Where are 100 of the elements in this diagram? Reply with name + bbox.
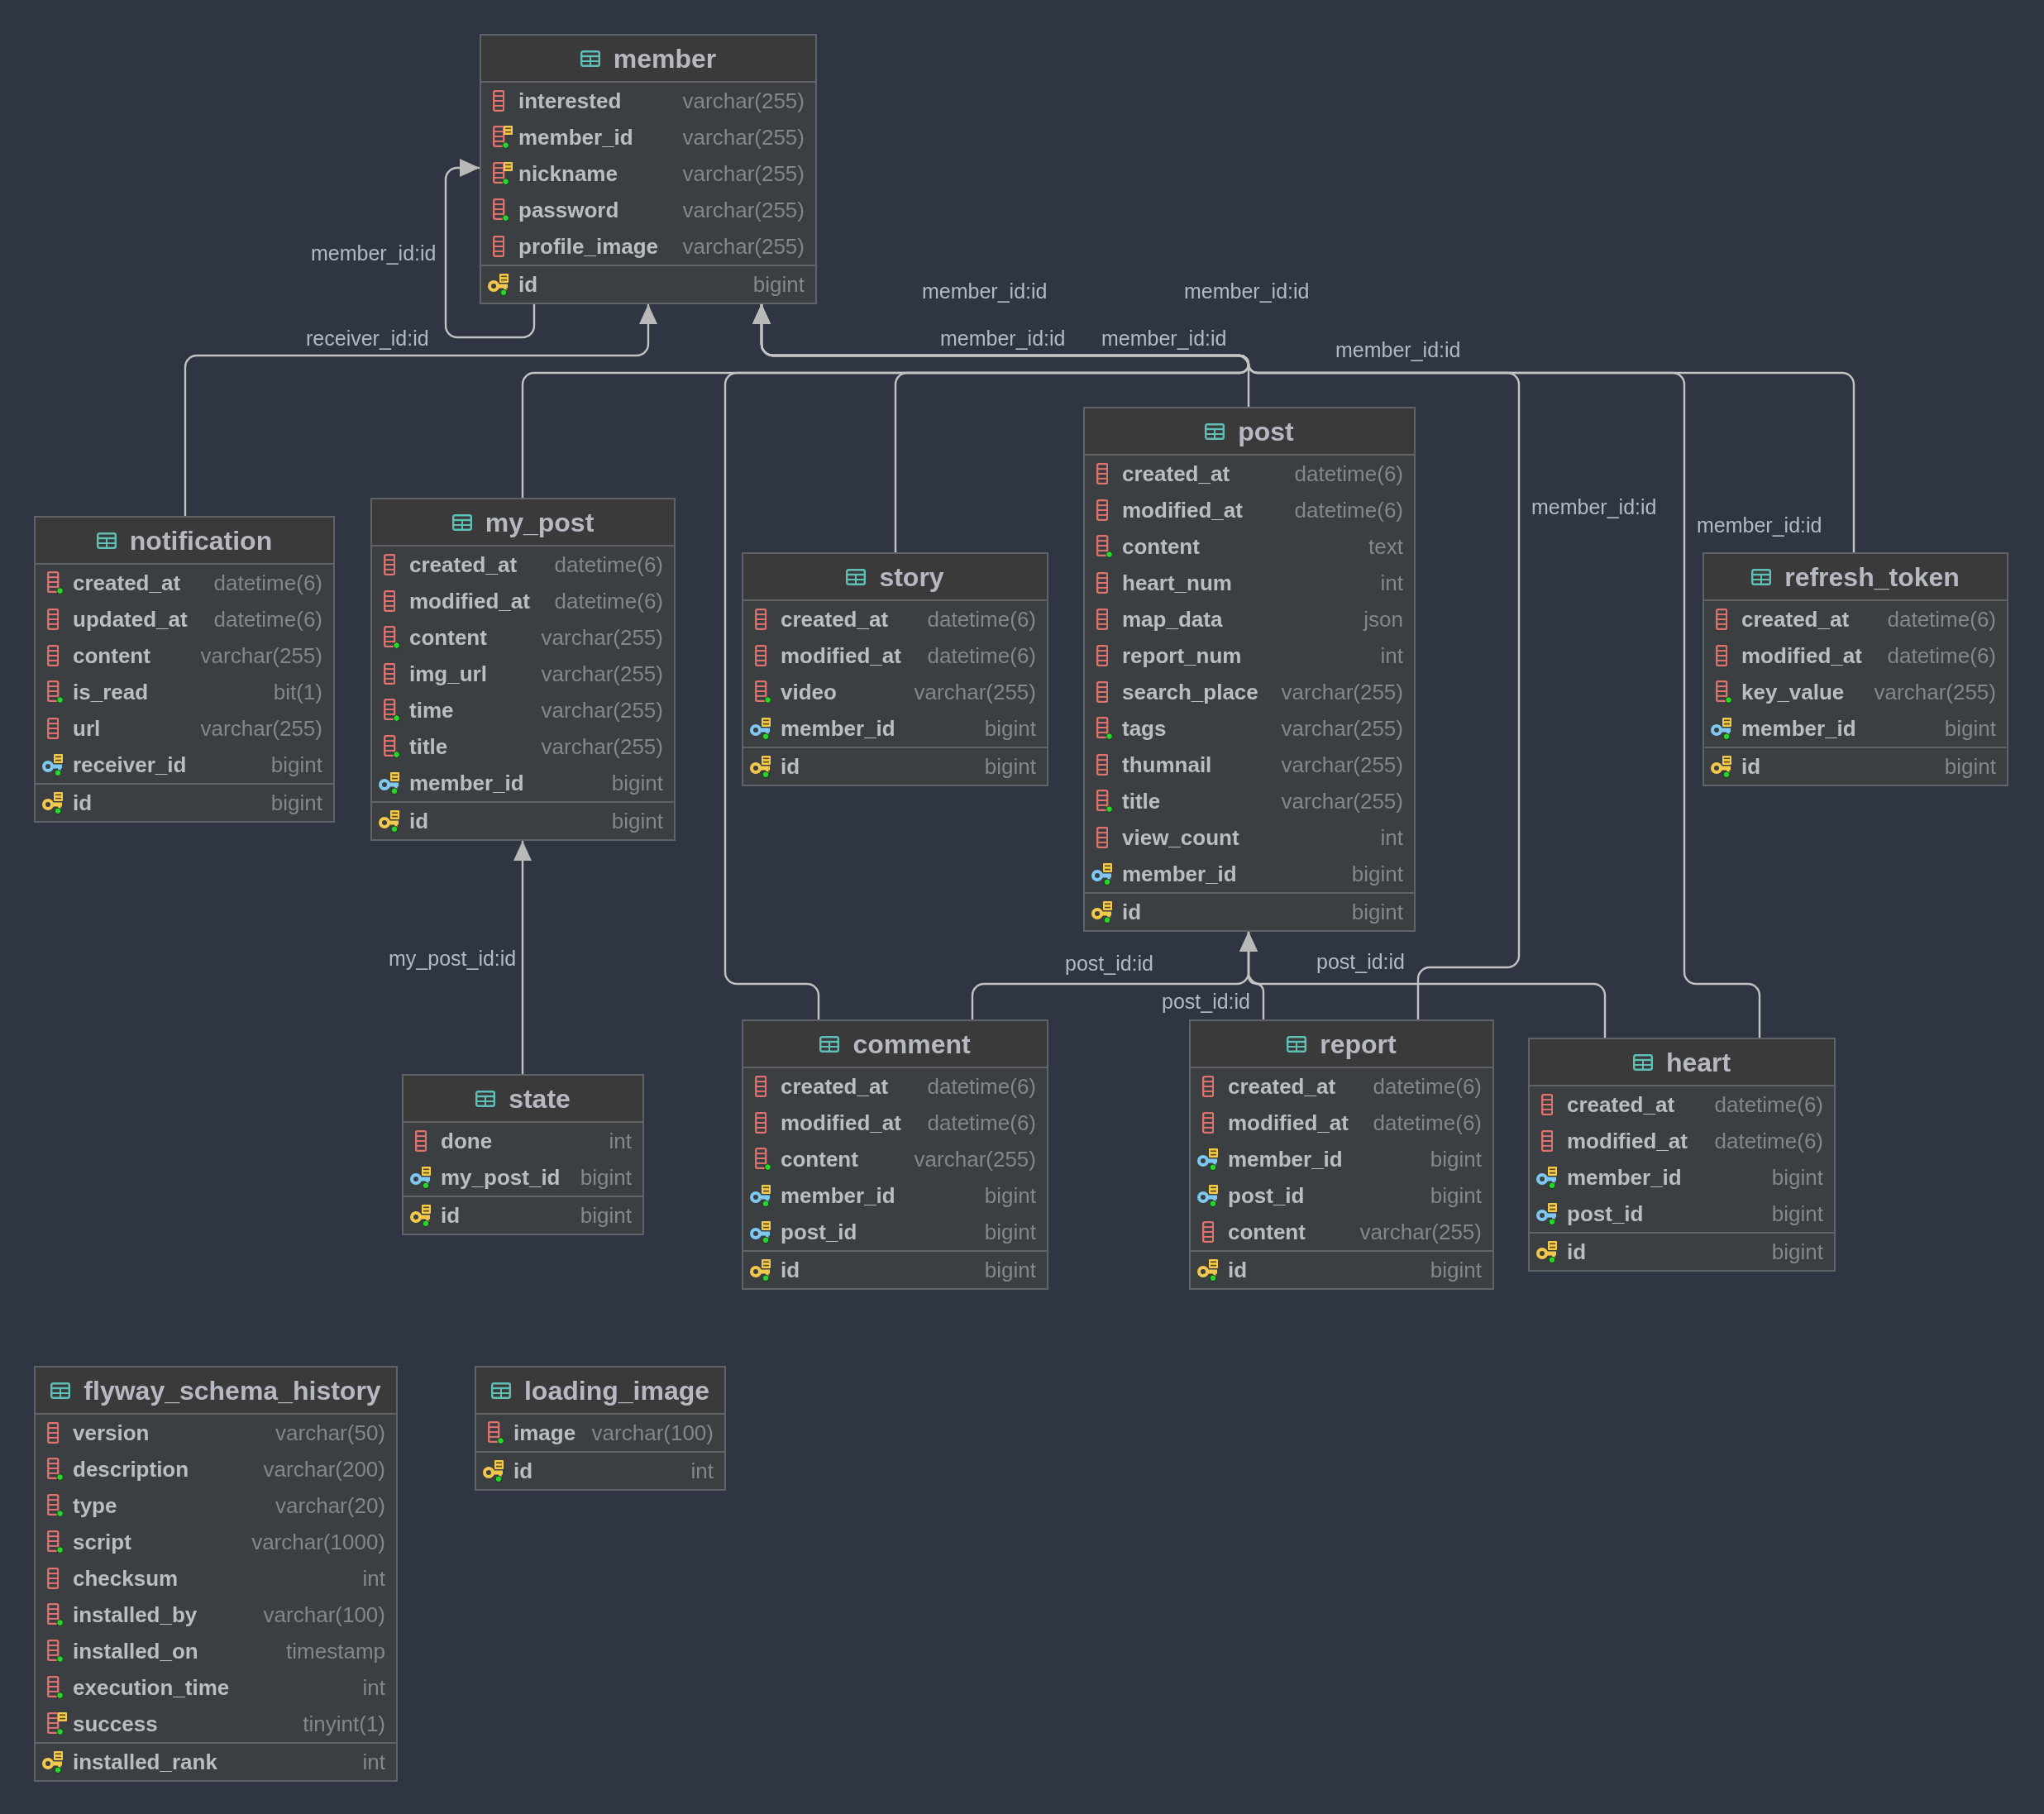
column-name: created_at [1228,1074,1336,1099]
column-type: bigint [752,272,805,297]
table-name: refresh_token [1784,561,1960,593]
column-name: done [441,1129,493,1153]
column-type: varchar(255) [681,198,805,222]
column-name: post_id [1567,1201,1644,1226]
column-type: varchar(20) [275,1493,385,1518]
column-type: datetime(6) [926,643,1036,668]
column-name: title [1122,789,1161,814]
column-type: bigint [610,809,663,833]
column-type: bigint [983,1220,1036,1244]
table-name: flyway_schema_history [84,1374,381,1406]
column-type: varchar(255) [1280,752,1403,777]
column-type: datetime(6) [1713,1092,1823,1117]
column-name: created_at [781,1074,889,1099]
column-type: datetime(6) [1293,461,1403,486]
column-name: updated_at [73,607,188,632]
column-name: execution_time [73,1675,230,1700]
column-type: datetime(6) [213,607,322,632]
column-type: int [1379,570,1403,595]
column-type: bigint [579,1165,632,1190]
column-type: varchar(255) [913,680,1036,704]
table-name: heart [1665,1046,1731,1078]
column-name: id [409,809,429,833]
column-name: member_id [518,125,633,150]
column-type: datetime(6) [926,1110,1036,1135]
column-name: id [1228,1258,1248,1282]
column-name: tags [1122,716,1167,741]
column-type: datetime(6) [926,1074,1036,1099]
relationship-arrow [1239,932,1607,1038]
column-name: interested [518,88,622,113]
table-name: notification [129,524,273,556]
table-name: story [879,561,944,593]
table-card [402,1074,644,1235]
column-type: bigint [270,752,322,777]
column-type: varchar(255) [540,661,663,686]
column-name: id [781,754,800,779]
column-type: int [1379,825,1403,850]
table-name: comment [852,1028,971,1060]
column-type: bigint [610,771,663,795]
table-name: loading_image [523,1374,709,1406]
column-name: member_id [1741,716,1856,741]
column-type: bigint [579,1203,632,1228]
column-name: id [1741,754,1761,779]
column-type: bigint [1770,1165,1823,1190]
column-type: bigint [1770,1239,1823,1264]
column-type: varchar(255) [1280,680,1403,704]
column-name: script [73,1530,131,1554]
table-name: member [613,42,717,74]
column-type: int [1379,643,1403,668]
column-type: bigint [270,790,322,815]
column-type: datetime(6) [1293,498,1403,523]
column-name: profile_image [518,234,659,259]
column-type: varchar(255) [681,125,805,150]
table-name: my_post [485,506,595,538]
column-type: datetime(6) [926,607,1036,632]
column-name: id [781,1258,800,1282]
column-name: modified_at [1122,498,1243,523]
column-type: varchar(100) [262,1602,385,1627]
column-name: modified_at [781,1110,901,1135]
table-card [34,1366,398,1782]
column-name: modified_at [409,589,530,613]
column-name: version [73,1420,150,1445]
table-card [742,1019,1048,1290]
column-type: bigint [983,1258,1036,1282]
column-type: bigint [1350,900,1403,924]
table-card [480,34,817,304]
column-type: int [361,1750,385,1774]
column-type: int [361,1566,385,1591]
column-type: datetime(6) [1372,1074,1482,1099]
column-type: varchar(255) [540,734,663,759]
column-type: datetime(6) [1886,643,1996,668]
table-card [1083,407,1416,932]
column-name: content [73,643,150,668]
column-name: type [73,1493,117,1518]
column-name: is_read [73,680,149,704]
table-card [475,1366,726,1491]
column-name: post_id [1228,1183,1305,1208]
column-name: member_id [1567,1165,1682,1190]
table-card [1703,552,2008,786]
column-type: json [1362,607,1403,632]
column-name: checksum [73,1566,179,1591]
column-name: id [73,790,93,815]
column-type: datetime(6) [1372,1110,1482,1135]
column-type: bit(1) [272,680,322,704]
column-name: created_at [781,607,889,632]
table-card [34,516,335,823]
column-name: my_post_id [441,1165,561,1190]
column-name: title [409,734,448,759]
column-name: id [518,272,538,297]
column-type: datetime(6) [1886,607,1996,632]
column-name: url [73,716,101,741]
column-name: receiver_id [73,752,187,777]
column-type: datetime(6) [553,552,663,577]
column-type: bigint [1943,754,1996,779]
table-name: report [1320,1028,1397,1060]
column-type: timestamp [285,1639,385,1664]
column-type: varchar(1000) [251,1530,385,1554]
column-name: thumnail [1122,752,1212,777]
column-type: varchar(255) [913,1147,1036,1172]
